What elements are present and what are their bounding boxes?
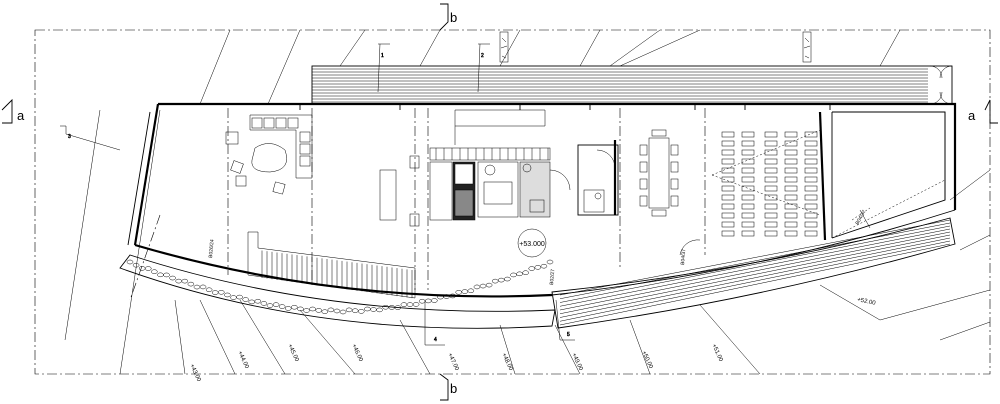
level-marker: +53.000: [517, 228, 547, 258]
seating-grid: [721, 131, 818, 237]
grid-lines: [129, 108, 706, 301]
contour-labels: +43.00 +44.00 +45.00 +46.00 +47.00 +48.0…: [188, 297, 876, 383]
rock-posts: [499, 31, 812, 63]
svg-text:+44.00: +44.00: [236, 350, 250, 370]
svg-text:+52.00: +52.00: [857, 297, 877, 307]
svg-text:B04/37: B04/37: [680, 249, 687, 266]
center-level-label: +53.000: [519, 241, 545, 248]
svg-text:a: a: [968, 108, 976, 123]
svg-text:+50.00: +50.00: [640, 350, 654, 370]
svg-text:b: b: [450, 381, 457, 396]
kitchen-core: [429, 140, 619, 221]
view-marker-1: 1: [377, 43, 390, 93]
svg-text:3: 3: [68, 134, 71, 140]
bottom-terrace: [551, 217, 956, 329]
section-a-right: a: [968, 99, 998, 124]
svg-text:5: 5: [567, 332, 570, 338]
svg-text:4: 4: [434, 337, 437, 343]
svg-text:b: b: [450, 10, 457, 25]
living-furniture: [225, 114, 420, 227]
section-b-bottom: b: [439, 373, 457, 401]
view-marker-5: 5: [555, 299, 575, 341]
svg-text:1: 1: [381, 53, 384, 59]
retaining-wall: [119, 254, 556, 329]
view-marker-4: 4: [424, 300, 445, 346]
view-marker-3: 3: [60, 125, 121, 151]
svg-text:+47.00: +47.00: [446, 352, 460, 372]
door-swings: [679, 209, 871, 256]
svg-text:+43.00: +43.00: [188, 363, 202, 383]
site-boundary: [34, 29, 991, 375]
dining-table: [639, 129, 679, 217]
section-a-left: a: [1, 98, 25, 124]
svg-text:2: 2: [481, 53, 484, 59]
svg-text:+45.00: +45.00: [286, 343, 300, 363]
stairs: [247, 231, 416, 299]
svg-text:B04/37: B04/37: [855, 209, 868, 226]
svg-text:a: a: [17, 108, 25, 123]
svg-text:+49.00: +49.00: [570, 352, 584, 372]
svg-text:B026/24: B026/24: [208, 239, 216, 258]
svg-text:B02/27: B02/27: [549, 269, 556, 286]
top-terrace: [311, 65, 953, 105]
terrain-lines: [64, 29, 991, 375]
svg-text:+46.00: +46.00: [350, 343, 364, 363]
view-marker-2: 2: [477, 43, 490, 93]
svg-text:+51.00: +51.00: [710, 343, 724, 363]
partitions: [454, 109, 946, 241]
svg-text:+48.00: +48.00: [500, 352, 514, 372]
section-b-top: b: [439, 3, 457, 31]
projection-lines: [711, 129, 821, 216]
